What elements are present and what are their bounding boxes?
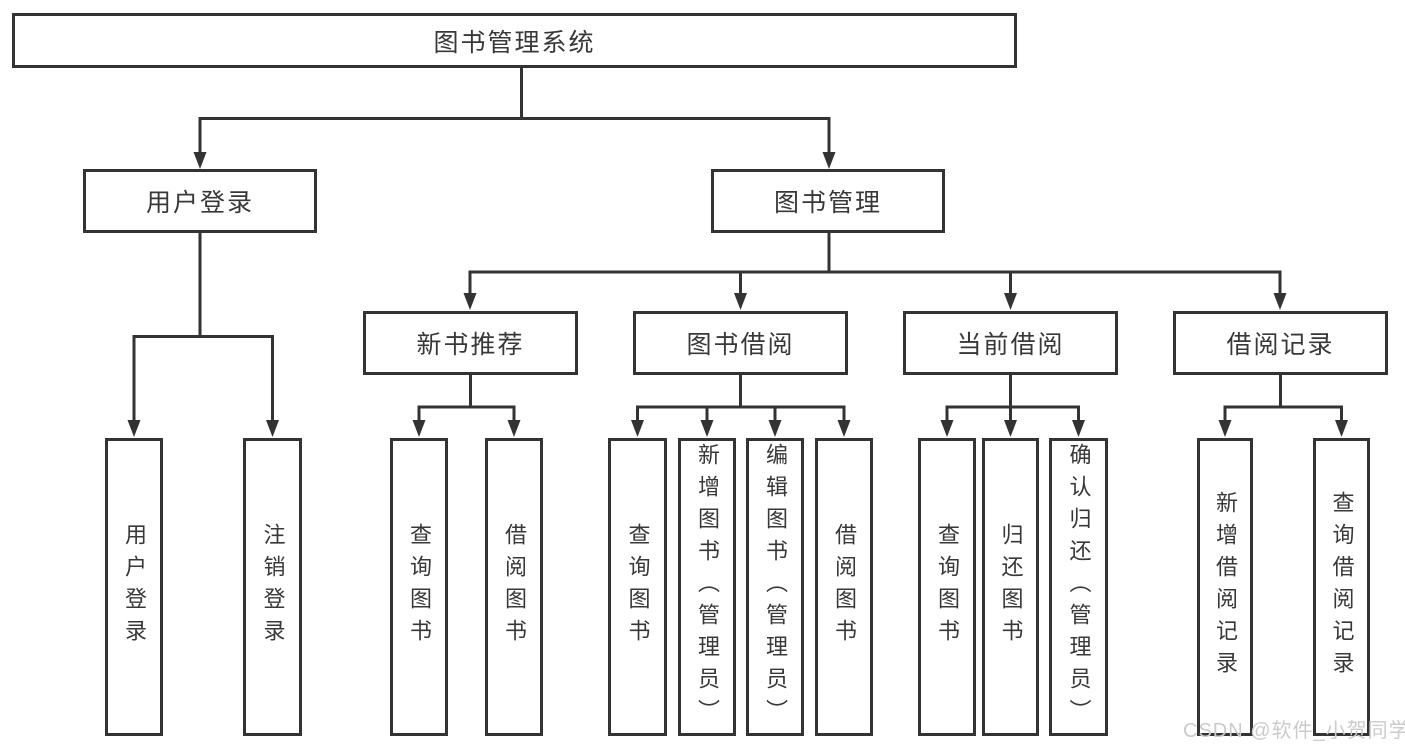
node-current-borrow: 当前借阅 [903, 311, 1118, 375]
node-borrow-records: 借阅记录 [1173, 311, 1388, 375]
node-leaf-user-login: 用户登录 [105, 438, 163, 736]
node-library-system: 图书管理系统 [12, 13, 1017, 68]
node-leaf-query-books-3: 查询图书 [918, 438, 976, 736]
node-leaf-query-borrow-record: 查询借阅记录 [1313, 438, 1370, 736]
node-leaf-return-book: 归还图书 [982, 438, 1039, 736]
node-leaf-edit-book-admin: 编辑图书（管理员） [746, 438, 804, 736]
node-leaf-borrow-books-1: 借阅图书 [485, 438, 543, 736]
watermark-text: CSDN @软件_小贺同学 [1183, 720, 1405, 742]
node-leaf-logout: 注销登录 [243, 438, 302, 736]
node-user-login: 用户登录 [83, 169, 317, 233]
node-book-borrow: 图书借阅 [633, 311, 848, 375]
node-leaf-query-books-2: 查询图书 [608, 438, 667, 736]
node-new-book-recommend: 新书推荐 [363, 311, 578, 375]
node-leaf-add-book-admin: 新增图书（管理员） [678, 438, 736, 736]
node-leaf-borrow-books-2: 借阅图书 [815, 438, 873, 736]
node-leaf-confirm-return-admin: 确认归还（管理员） [1049, 438, 1108, 736]
node-leaf-query-books-1: 查询图书 [390, 438, 448, 736]
node-book-management: 图书管理 [711, 169, 945, 233]
node-leaf-add-borrow-record: 新增借阅记录 [1197, 438, 1253, 736]
